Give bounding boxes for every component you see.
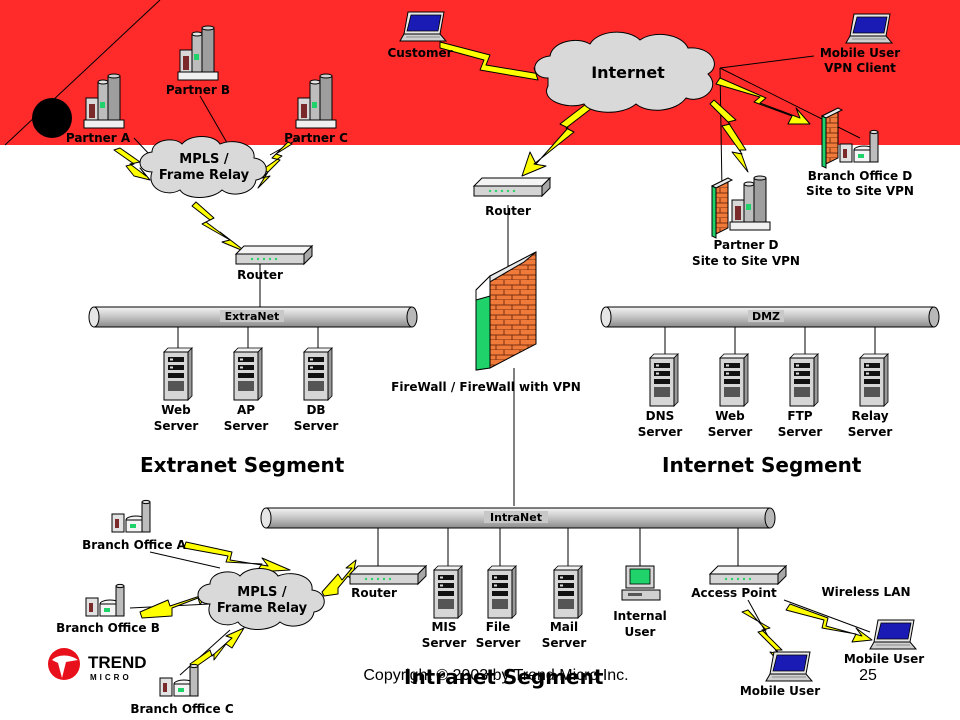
branch-a-label: Branch Office A [82, 538, 187, 552]
logo-line1: TREND [88, 653, 147, 672]
extranet-segment-heading: Extranet Segment [140, 453, 345, 477]
firewall-icon [475, 251, 537, 371]
partner-a-label: Partner A [66, 131, 131, 145]
mis-server-icon [433, 565, 463, 619]
dns-server-label-line2: Server [638, 425, 683, 439]
router-top-label: Router [485, 204, 531, 218]
web-server-dmz-icon [719, 353, 749, 407]
page-number: 25 [859, 667, 877, 684]
ftp-server-icon [789, 353, 819, 407]
mail-server-icon [553, 565, 583, 619]
db-server-label-line2: Server [294, 419, 339, 433]
router-extranet-label: Router [237, 268, 283, 282]
branch-c-building-icon [159, 663, 199, 697]
internet-segment-heading: Internet Segment [662, 453, 862, 477]
branch-a-building-icon [111, 499, 151, 533]
internet-zone-band [0, 0, 960, 145]
relay-server-icon [859, 353, 889, 407]
mobile-user-right-laptop-icon [869, 619, 917, 650]
intranet-segment-heading: Intranet Segment [404, 665, 604, 689]
extranet-label: ExtraNet [225, 310, 280, 323]
relay-server-label-line1: Relay [851, 409, 888, 423]
internet-cloud: Internet [534, 31, 715, 113]
mobile-vpn-label-line2: VPN Client [824, 61, 896, 75]
mis-server-label-line1: MIS [431, 620, 456, 634]
access-point-label: Access Point [691, 586, 777, 600]
bullet-dot [32, 98, 72, 138]
partner-b-label: Partner B [166, 83, 230, 97]
dns-server-label-line1: DNS [646, 409, 675, 423]
workstation-icon [621, 565, 661, 601]
web-server-extranet-label-line2: Server [154, 419, 199, 433]
extranet-pipe: ExtraNet [88, 306, 418, 328]
dmz-label: DMZ [752, 310, 780, 323]
partner-d-label-line1: Partner D [714, 238, 779, 252]
customer-laptop-icon [399, 11, 447, 42]
web-server-extranet-label-line1: Web [161, 403, 191, 417]
copyright-text: Copyright © 2003 by Trend Micro Inc. [363, 667, 628, 684]
branch-d-label-line1: Branch Office D [808, 169, 913, 183]
file-server-label-line1: File [486, 620, 511, 634]
dns-server-icon [649, 353, 679, 407]
wireless-lan-label: Wireless LAN [821, 585, 910, 599]
mis-server-label-line2: Server [422, 636, 467, 650]
internet-cloud-label: Internet [591, 63, 665, 82]
web-server-dmz-label-line1: Web [715, 409, 745, 423]
mpls-cloud-bottom-line2: Frame Relay [217, 601, 308, 616]
router-top-icon [473, 177, 551, 197]
web-server-extranet-icon [163, 347, 193, 401]
mail-server-label-line2: Server [542, 636, 587, 650]
mobile-vpn-label-line1: Mobile User [820, 46, 900, 60]
customer-label: Customer [387, 46, 452, 60]
intranet-label: IntraNet [490, 511, 542, 524]
mobile-user-bottom-label: Mobile User [740, 684, 820, 698]
branch-c-label: Branch Office C [130, 702, 234, 716]
partner-d-label-line2: Site to Site VPN [692, 254, 800, 268]
internal-user-label-line1: Internal [613, 609, 667, 623]
ftp-server-label-line2: Server [778, 425, 823, 439]
partner-c-label: Partner C [284, 131, 348, 145]
internal-user-label-line2: User [625, 625, 656, 639]
partner-d-firewall-icon [711, 177, 733, 239]
relay-server-label-line2: Server [848, 425, 893, 439]
mail-server-label-line1: Mail [550, 620, 578, 634]
zone-divider-line [4, 0, 161, 146]
dmz-pipe: DMZ [600, 306, 940, 328]
file-server-icon [487, 565, 517, 619]
mpls-cloud-bottom-line1: MPLS / [237, 585, 287, 600]
router-intranet-icon [349, 565, 427, 585]
web-server-dmz-label-line2: Server [708, 425, 753, 439]
mpls-cloud-bottom: MPLS / Frame Relay [197, 568, 325, 630]
ftp-server-label-line1: FTP [787, 409, 812, 423]
branch-b-label: Branch Office B [56, 621, 160, 635]
mpls-cloud-top-line1: MPLS / [179, 152, 229, 167]
firewall-label: FireWall / FireWall with VPN [391, 380, 581, 394]
mobile-user-bottom-laptop-icon [765, 651, 813, 682]
ap-server-label-line1: AP [237, 403, 255, 417]
mobile-vpn-laptop-icon [845, 13, 893, 44]
router-extranet-icon [235, 245, 313, 265]
mpls-cloud-top-line2: Frame Relay [159, 168, 250, 183]
file-server-label-line2: Server [476, 636, 521, 650]
access-point-icon [709, 565, 787, 585]
db-server-icon [303, 347, 333, 401]
ap-server-label-line2: Server [224, 419, 269, 433]
intranet-pipe: IntraNet [260, 507, 776, 529]
db-server-label-line1: DB [306, 403, 325, 417]
branch-d-label-line2: Site to Site VPN [806, 184, 914, 198]
mpls-cloud-top: MPLS / Frame Relay [139, 136, 267, 198]
branch-b-building-icon [85, 583, 125, 617]
logo-line2: MICRO [90, 673, 132, 682]
wan-link-bolts [113, 41, 873, 671]
mobile-user-right-label: Mobile User [844, 652, 924, 666]
trend-micro-logo: TREND MICRO [48, 648, 147, 682]
ap-server-icon [233, 347, 263, 401]
router-intranet-label: Router [351, 586, 397, 600]
partner-d-building-icon [729, 175, 771, 231]
